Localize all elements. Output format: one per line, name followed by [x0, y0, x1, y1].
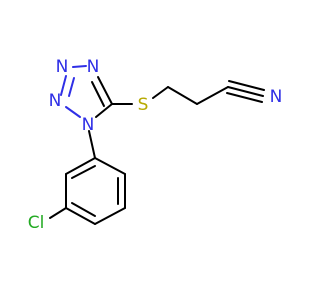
bond-ring-6	[65, 157, 96, 175]
bond-n3-n2	[60, 75, 67, 96]
bond-c2-c3	[196, 86, 229, 105]
bonds	[49, 65, 265, 225]
atom-n1: N	[82, 115, 95, 135]
atom-labels: N N N N S Cl Cl N	[28, 57, 283, 233]
bond-n2-n1	[65, 106, 81, 118]
bond-s-c1	[152, 86, 169, 99]
atom-chlorine: Cl	[28, 213, 45, 233]
atom-n3: N	[56, 57, 69, 77]
bond-n4-n3	[72, 65, 87, 68]
bond-ring-6-inner	[71, 165, 96, 179]
bond-ring-4	[65, 207, 96, 225]
atom-n-nitrile: N	[270, 87, 283, 107]
atom-s: S	[138, 95, 149, 115]
bond-n1-c5	[95, 103, 113, 118]
bond-ring-1	[94, 157, 126, 175]
bond-nitrile-1	[227, 86, 264, 97]
structure-diagram: N N N N S Cl Cl N	[28, 57, 283, 233]
bond-ring-3	[94, 207, 126, 225]
bond-ring-4-inner	[71, 202, 96, 217]
bond-c5-n4-double	[91, 81, 105, 107]
bond-n3-n2-double	[68, 77, 75, 97]
bond-c-cl	[49, 207, 67, 219]
bond-c1-c2	[167, 86, 198, 105]
atom-n4: N	[87, 57, 100, 77]
bond-nitrile-3	[226, 92, 263, 103]
molecule-canvas: N N N N S Cl Cl N	[28, 57, 283, 233]
bond-nitrile-2	[228, 80, 265, 91]
bond-n1-phenyl	[88, 130, 96, 159]
bond-c5-n4	[97, 76, 113, 105]
atom-n2: N	[49, 91, 62, 111]
